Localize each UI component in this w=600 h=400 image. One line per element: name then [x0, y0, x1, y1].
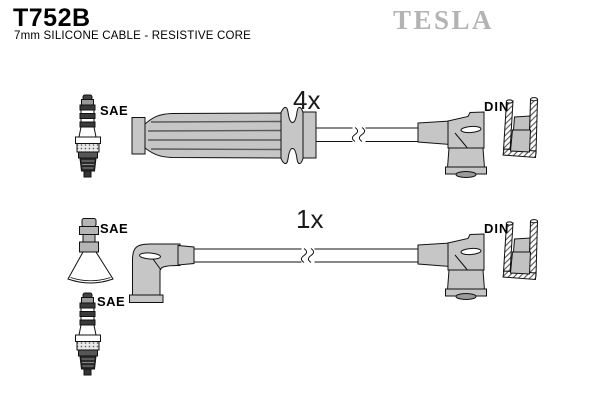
- row2-sae-label-top: SAE: [100, 221, 129, 236]
- row1-quantity-label: 4x: [293, 85, 321, 115]
- brand-logo: TESLA: [393, 5, 495, 35]
- cable-row1: [315, 126, 420, 143]
- cone-terminal-icon: [67, 218, 114, 284]
- row2-cable-assembly: [67, 218, 538, 376]
- row2-quantity-label: 1x: [296, 204, 324, 234]
- angled-boot-icon: [417, 111, 487, 178]
- cable-break-icon: [351, 127, 366, 142]
- angled-boot-icon: [417, 233, 487, 300]
- angled-boot-left: [129, 243, 195, 303]
- cable-break-icon: [300, 248, 315, 263]
- cable-row2: [193, 247, 420, 264]
- straight-ribbed-boot: [131, 106, 317, 165]
- row1-din-label: DIN: [484, 99, 510, 114]
- row2-din-label: DIN: [484, 221, 510, 236]
- row1-sae-label: SAE: [100, 103, 129, 118]
- row2-sae-label-bottom: SAE: [97, 294, 126, 309]
- spark-plug-icon: [75, 94, 101, 178]
- row1-cable-assembly: [75, 94, 538, 178]
- product-subtitle: 7mm SILICONE CABLE - RESISTIVE CORE: [14, 30, 252, 42]
- part-number: T752B: [13, 4, 91, 32]
